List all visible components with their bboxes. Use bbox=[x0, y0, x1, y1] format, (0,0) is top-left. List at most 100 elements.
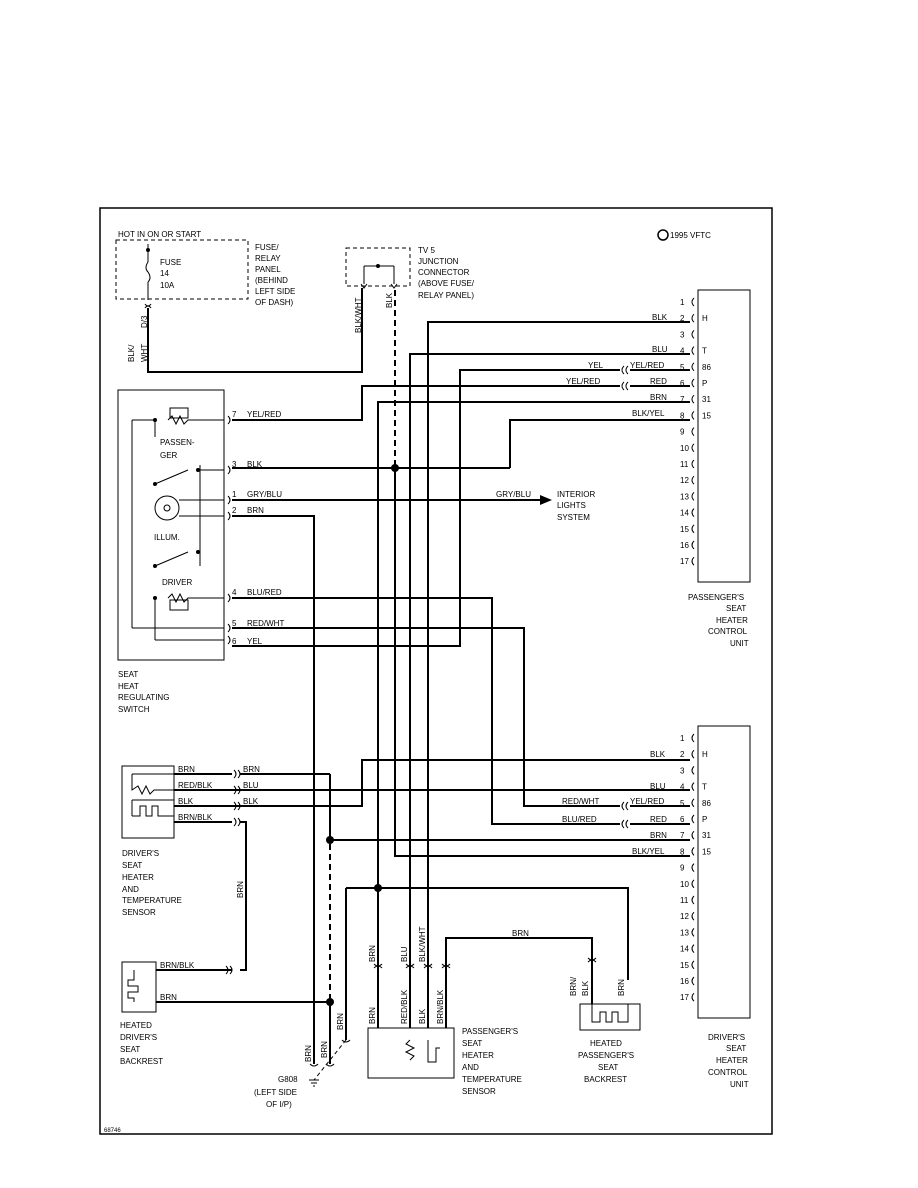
pass-backrest-title-2: PASSENGER'S bbox=[578, 1051, 634, 1060]
drv-backrest-wire-brn-blk: BRN/BLK bbox=[160, 961, 195, 970]
fuse-label: FUSE bbox=[160, 258, 181, 267]
pass_unit-pin-number: 15 bbox=[680, 525, 689, 534]
switch-wire-yel-red: YEL/RED bbox=[247, 410, 281, 419]
junction-wire-blk-wht: BLK/WHT bbox=[354, 297, 363, 333]
switch-label-passenger-2: GER bbox=[160, 451, 178, 460]
pass-sensor-title-6: SENSOR bbox=[462, 1087, 496, 1096]
drv-sensor-wire-brn: BRN bbox=[178, 765, 195, 774]
interior-label-3: SYSTEM bbox=[557, 513, 590, 522]
drv_unit-pin-socket bbox=[691, 814, 695, 824]
pass-backrest-top-brn: BRN bbox=[512, 929, 529, 938]
pass-backrest-title-1: HEATED bbox=[590, 1039, 622, 1048]
switch-title-4: SWITCH bbox=[118, 705, 150, 714]
switch-wire-gry-blu: GRY/BLU bbox=[247, 490, 282, 499]
drv_unit-pin-socket bbox=[691, 992, 695, 1002]
pass_unit-pin-number: 9 bbox=[680, 428, 685, 437]
passengers-seat-heater-control-unit: PASSENGER'S SEAT HEATER CONTROL UNIT bbox=[688, 289, 751, 648]
drv-backrest-wire-brn: BRN bbox=[160, 993, 177, 1002]
switch-wire-red-wht: RED/WHT bbox=[247, 619, 284, 628]
pass_unit-pin-number: 3 bbox=[680, 330, 685, 339]
pass-unit-title-2: SEAT bbox=[726, 604, 746, 613]
switch-pin-labels: 7 YEL/RED 3 BLK 1 GRY/BLU 2 BRN 4 BLU/RE… bbox=[232, 410, 284, 646]
pass-backrest-title-4: BACKREST bbox=[584, 1075, 627, 1084]
pass_unit-pin-number: 7 bbox=[680, 395, 685, 404]
pass_unit-terminal-label: P bbox=[702, 379, 707, 388]
drv-wire-p-outer: BLU/RED bbox=[562, 815, 597, 824]
pass-wire-p-outer: YEL/RED bbox=[566, 377, 600, 386]
interior-lights-system: GRY/BLU INTERIOR LIGHTS SYSTEM bbox=[496, 490, 595, 522]
drv_unit-pin-socket bbox=[691, 766, 695, 775]
pass_unit-pin-number: 14 bbox=[680, 509, 689, 518]
interior-wire-label: GRY/BLU bbox=[496, 490, 531, 499]
switch-pin-5: 5 bbox=[232, 619, 237, 628]
drv_unit-pin-socket bbox=[691, 830, 695, 840]
switch-wire-blu-red: BLU/RED bbox=[247, 588, 282, 597]
drv-unit-title-1: DRIVER'S bbox=[708, 1033, 745, 1042]
pass-wire-p-inner: RED bbox=[650, 377, 667, 386]
drv_unit-pin-socket bbox=[691, 928, 695, 937]
drv_unit-pin-number: 5 bbox=[680, 799, 685, 808]
drivers-seat-heater-sensor: BRN RED/BLK BLK BRN/BLK BRN BLU BLK BRN … bbox=[121, 765, 330, 971]
pass_unit-pin-socket bbox=[691, 508, 695, 517]
passengers-seat-heater-sensor: BRN BLU BLK/WHT BRN RED/BLK BLK BRN/BLK … bbox=[367, 926, 593, 1096]
drv_unit-pin-number: 3 bbox=[680, 766, 685, 775]
pass_unit-terminal-label: H bbox=[702, 314, 708, 323]
fuse-panel-label-1: FUSE/ bbox=[255, 243, 279, 252]
pass_unit-terminal-label: 86 bbox=[702, 363, 711, 372]
drv-sensor-title-2: SEAT bbox=[122, 861, 142, 870]
pass_unit-pin-socket bbox=[691, 346, 695, 355]
drv_unit-pin-number: 16 bbox=[680, 977, 689, 986]
drv-wire-h-blk: BLK bbox=[650, 750, 666, 759]
fuse-panel-label-2: RELAY bbox=[255, 254, 281, 263]
drv-wire-86-outer: RED/WHT bbox=[562, 797, 599, 806]
fuse-wire-color-1: BLK/ bbox=[127, 344, 136, 362]
pass_unit-pin-number: 16 bbox=[680, 541, 689, 550]
pass-sensor-top-blu: BLU bbox=[400, 946, 409, 962]
pass_unit-pin-socket bbox=[691, 427, 695, 436]
pass-wire-h-blk: BLK bbox=[652, 313, 668, 322]
drv-sensor-out-brn: BRN bbox=[243, 765, 260, 774]
pass_unit-pin-number: 6 bbox=[680, 379, 685, 388]
pass_unit-pin-number: 17 bbox=[680, 557, 689, 566]
pass-sensor-title-2: SEAT bbox=[462, 1039, 482, 1048]
drv-sensor-wire-brn-blk: BRN/BLK bbox=[178, 813, 213, 822]
drv-sensor-wire-blk: BLK bbox=[178, 797, 194, 806]
pass-sensor-bot-red-blk: RED/BLK bbox=[400, 989, 409, 1024]
fuse-panel-label-6: OF DASH) bbox=[255, 298, 294, 307]
hot-in-on-or-start-label: HOT IN ON OR START bbox=[118, 230, 201, 239]
pass_unit-pin-number: 12 bbox=[680, 476, 689, 485]
drv_unit-pin-number: 4 bbox=[680, 783, 685, 792]
ground-g808: BRN BRN BRN G808 (LEFT SIDE OF I/P) bbox=[254, 884, 629, 1109]
ground-label-1: G808 bbox=[278, 1075, 298, 1084]
fuse-pin-label: D/3 bbox=[140, 315, 149, 328]
fuse-panel-label-4: (BEHIND bbox=[255, 276, 288, 285]
pass_unit-pin-number: 11 bbox=[680, 460, 689, 469]
drv-wire-31-brn: BRN bbox=[650, 831, 667, 840]
fuse-wire-color-2: WHT bbox=[140, 344, 149, 362]
drv_unit-pin-socket bbox=[691, 798, 695, 808]
pass_unit-pin-socket bbox=[691, 297, 695, 307]
pass_unit-pin-socket bbox=[691, 313, 695, 323]
drv_unit-terminal-label: H bbox=[702, 750, 708, 759]
drv_unit-pin-socket bbox=[691, 847, 695, 856]
drv-sensor-title-6: SENSOR bbox=[122, 908, 156, 917]
ground-label-3: OF I/P) bbox=[266, 1100, 292, 1109]
pass-wire-t-blu: BLU bbox=[652, 345, 668, 354]
switch-pin-4: 4 bbox=[232, 588, 237, 597]
fuse-relay-panel: HOT IN ON OR START FUSE 14 10A FUSE/ REL… bbox=[115, 230, 295, 362]
seat-heat-regulating-switch: PASSEN- GER ILLUM. DRIVER SEAT HEAT REGU… bbox=[117, 389, 225, 714]
pass-sensor-bot-blk: BLK bbox=[418, 1008, 427, 1024]
drv-backrest-title-4: BACKREST bbox=[120, 1057, 163, 1066]
pass-wire-31-brn: BRN bbox=[650, 393, 667, 402]
pass_unit-pin-number: 10 bbox=[680, 444, 689, 453]
ground-wire-brn-3: BRN bbox=[336, 1013, 345, 1030]
junction-label-5: RELAY PANEL) bbox=[418, 291, 474, 300]
drv_unit-pin-socket bbox=[691, 733, 695, 743]
interior-label-2: LIGHTS bbox=[557, 501, 586, 510]
heated-drivers-seat-backrest: BRN/BLK BRN HEATED DRIVER'S SEAT BACKRES… bbox=[120, 961, 330, 1066]
pass-sensor-top-brn: BRN bbox=[368, 945, 377, 962]
drv_unit-pin-number: 14 bbox=[680, 945, 689, 954]
drv-unit-title-5: UNIT bbox=[730, 1080, 749, 1089]
drv-sensor-out-blk: BLK bbox=[243, 797, 259, 806]
